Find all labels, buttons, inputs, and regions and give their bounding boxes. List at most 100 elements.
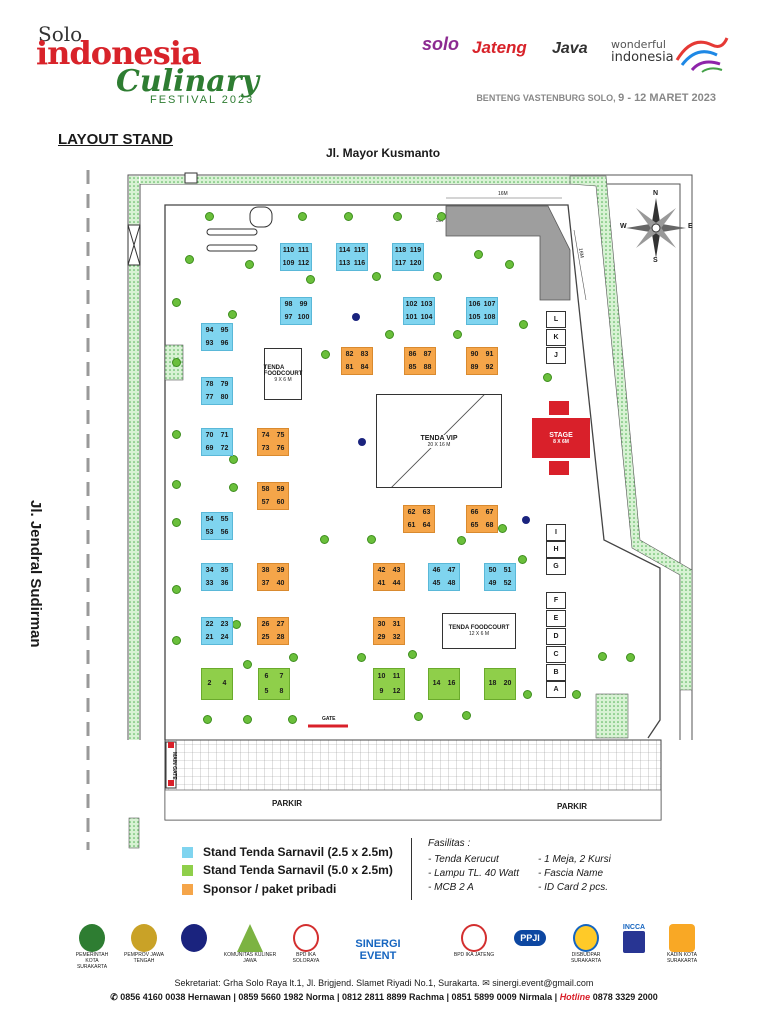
stand-number: 105 [468, 313, 481, 321]
stand-number: 79 [220, 380, 229, 388]
stand-number: 48 [447, 579, 456, 587]
hotline-number[interactable]: 0878 3329 2000 [592, 992, 658, 1002]
stand-number: 89 [470, 363, 479, 371]
stand-number: 100 [297, 313, 310, 321]
tree-icon [288, 715, 297, 724]
tree-icon [433, 272, 442, 281]
stand-number: 26 [261, 620, 270, 628]
tree-icon [172, 430, 181, 439]
stand-number: 71 [220, 431, 229, 439]
letter-stand[interactable]: L [546, 311, 566, 328]
stage: STAGE 8 X 6M [532, 418, 590, 458]
letter-stand[interactable]: H [546, 541, 566, 558]
sinergi-event-logo: SINERGI EVENT [338, 938, 418, 962]
stand-number: 85 [408, 363, 417, 371]
secretariat-email[interactable]: sinergi.event@gmail.com [492, 978, 594, 988]
stand-number: 95 [220, 326, 229, 334]
festival-logo-culinary: Culinary [116, 64, 259, 99]
stand-number: 11 [392, 672, 401, 680]
stand-number: 63 [422, 508, 431, 516]
letter-stand[interactable]: B [546, 664, 566, 681]
letter-stand[interactable]: G [546, 558, 566, 575]
tree-icon [245, 260, 254, 269]
wonderful-indonesia-logo-bottom: indonesia [611, 50, 674, 65]
disbudpar-label: DISBUDPAR SURAKARTA [570, 952, 602, 964]
stand-number: 82 [345, 350, 354, 358]
letter-stand[interactable]: A [546, 681, 566, 698]
letter-stand[interactable]: D [546, 628, 566, 645]
stand-number: 42 [377, 566, 386, 574]
letter-stand[interactable]: I [546, 524, 566, 541]
secretariat-line: Sekretariat: Grha Solo Raya lt.1, Jl. Br… [0, 978, 768, 989]
venue-date: BENTENG VASTENBURG SOLO, 9 - 12 MARET 20… [476, 92, 716, 104]
stand-number: 113 [338, 259, 351, 267]
tree-icon [519, 320, 528, 329]
bpd-ika-solo-label: BPD IKA SOLORAYA [292, 952, 320, 964]
letter-stand[interactable]: C [546, 646, 566, 663]
pemprov-logo: PEMPROV JAWA TENGAH [122, 924, 166, 964]
stand-number: 6 [264, 672, 269, 680]
stand-number: 45 [432, 579, 441, 587]
venue-name: BENTENG VASTENBURG SOLO, [476, 93, 616, 103]
letter-stand[interactable]: E [546, 610, 566, 627]
main-gate-label: MAIN GATE [171, 752, 177, 780]
stand-number: 8 [279, 687, 284, 695]
tree-icon [229, 483, 238, 492]
stand-number: 72 [220, 444, 229, 452]
email-icon: ✉ [482, 978, 493, 988]
legend-orange: Sponsor / paket pribadi [182, 882, 336, 896]
tree-icon [229, 455, 238, 464]
stand-number: 34 [205, 566, 214, 574]
pemprov-emblem-icon [131, 924, 157, 952]
lamp-icon [352, 313, 360, 321]
tree-icon [321, 350, 330, 359]
garuda-logo [174, 924, 214, 952]
tent-foodcourt-2-label: TENDA FOODCOURT [448, 625, 510, 631]
letter-stand[interactable]: K [546, 329, 566, 346]
festival-logo-year: FESTIVAL 2023 [150, 94, 255, 106]
bpd-ika-solo-logo: BPD IKA SOLORAYA [284, 924, 328, 964]
stage-label: STAGE [549, 431, 573, 439]
stand-number: 43 [392, 566, 401, 574]
letter-stand[interactable]: F [546, 592, 566, 609]
komunitas-kuliner-logo: KOMUNITAS KULINER JAWA [220, 924, 280, 964]
festival-logo-indonesia: indonesia [36, 34, 202, 72]
stand-number: 23 [220, 620, 229, 628]
stand-number: 52 [503, 579, 512, 587]
letter-stand[interactable]: J [546, 347, 566, 364]
komunitas-emblem-icon [237, 924, 263, 952]
hotline-label: Hotline [559, 992, 591, 1002]
bpd-ika-jateng-label: BPD IKA JATENG [453, 952, 495, 958]
